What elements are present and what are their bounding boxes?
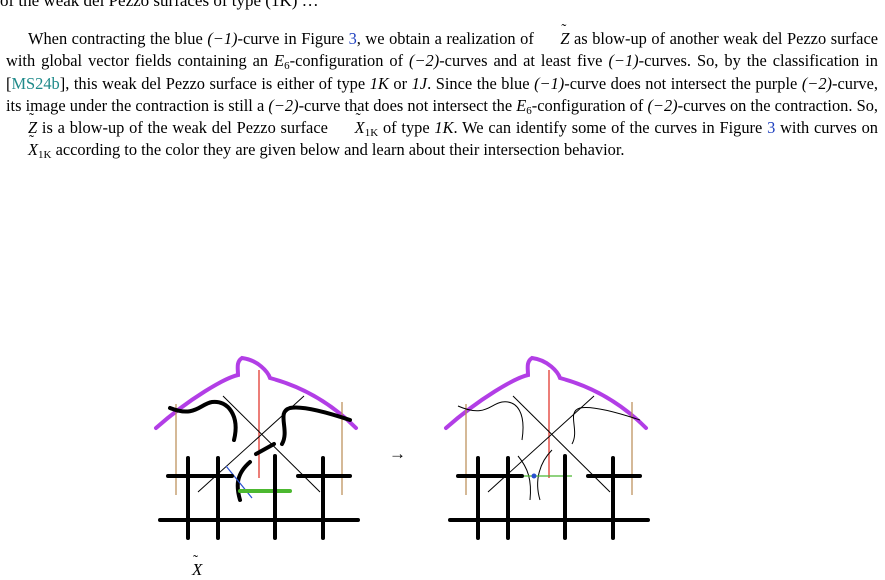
math-inline: X <box>333 108 365 139</box>
text-run: -configuration of <box>531 95 648 115</box>
figure-reference[interactable]: 3 <box>767 118 776 138</box>
text-run: . Since the blue <box>427 73 535 93</box>
math-inline: (−2) <box>801 73 833 93</box>
text-run: When contracting the blue <box>28 29 208 48</box>
right-diagram <box>444 355 650 540</box>
math-inline: X <box>6 130 38 161</box>
math-inline: 1J <box>411 73 428 93</box>
left-diagram <box>154 355 360 540</box>
text-run: . We can identify some of the curves in … <box>453 118 768 138</box>
text-run: is a blow-up of the weak del Pezzo surfa… <box>37 118 333 138</box>
math-inline: (−1) <box>207 29 238 48</box>
math-subscript: 1K <box>38 149 52 162</box>
math-inline: E <box>516 95 527 115</box>
cut-off-top-line: of the weak del Pezzo surfaces of type (… <box>0 0 319 10</box>
text-run: -curves on the contraction. So, <box>677 95 878 115</box>
cut-off-bottom-line: X <box>192 551 202 580</box>
thin-curve-left <box>457 401 524 441</box>
purple-curve <box>444 355 648 430</box>
bottom-math-symbol: X <box>192 551 202 580</box>
math-inline: Z <box>538 19 569 50</box>
text-run: according to the color they are given be… <box>51 140 625 160</box>
math-subscript: 6 <box>284 60 290 73</box>
purple-curve <box>154 355 358 430</box>
math-inline: Z <box>6 108 37 139</box>
math-inline: 1K <box>369 73 389 93</box>
thick-curve-left <box>168 399 238 442</box>
thin-curve-right <box>571 407 641 445</box>
math-subscript: 6 <box>526 104 532 117</box>
text-run: of type <box>378 118 435 138</box>
thin-curve-middle-a <box>517 455 531 501</box>
text-run: -curve does not intersect the purple <box>564 73 802 93</box>
thick-curve-right <box>280 405 352 446</box>
text-run: -curves. So, by the classification in [ <box>6 51 878 93</box>
text-run: as blow-up of another weak del Pezzo sur… <box>6 29 879 71</box>
body-paragraph: When contracting the blue (−1)-curve in … <box>6 19 879 162</box>
text-run: -configuration of <box>289 51 410 71</box>
text-run: ], this weak del Pezzo surface is either… <box>59 73 370 93</box>
text-run: -curve in Figure <box>237 29 349 48</box>
blue-point <box>531 473 537 479</box>
math-subscript: 1K <box>364 127 379 140</box>
text-run: with curves on <box>775 118 878 138</box>
math-inline: (−2) <box>268 95 299 115</box>
figure-reference[interactable]: MS24b <box>11 73 60 93</box>
figure-reference[interactable]: 3 <box>348 29 357 48</box>
math-inline: (−1) <box>534 73 565 93</box>
text-run: -curves and at least five <box>439 51 609 71</box>
text-run: -curve, its image under the contraction … <box>6 73 878 115</box>
math-inline: E <box>274 51 285 71</box>
text-run: or <box>388 73 412 93</box>
math-inline: (−1) <box>608 51 639 71</box>
math-inline: (−2) <box>409 51 440 71</box>
thin-curve-middle-b <box>537 449 553 501</box>
contraction-arrow: → <box>389 444 406 463</box>
text-run: , we obtain a realization of <box>356 29 539 48</box>
math-inline: (−2) <box>647 95 678 115</box>
math-inline: 1K <box>434 118 454 138</box>
